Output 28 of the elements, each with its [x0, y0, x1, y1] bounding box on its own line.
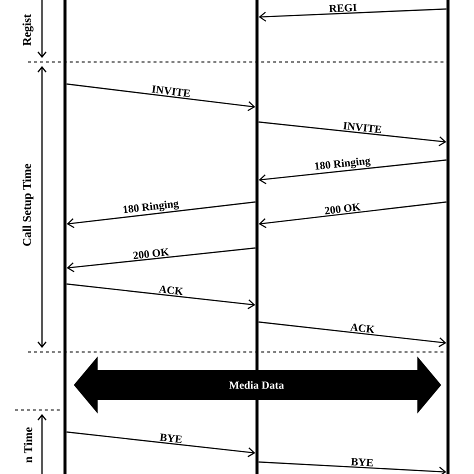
arrow: [66, 201, 256, 228]
edge-label: 180 Ringing: [123, 200, 180, 214]
edge-label: ACK: [350, 324, 374, 334]
edge-label: BYE: [350, 458, 373, 466]
lifeline: [446, 0, 450, 474]
edge-label: BYE: [160, 433, 182, 443]
edge-label: INVITE: [152, 85, 190, 98]
edge-label: ACK: [158, 286, 183, 296]
arrow: [258, 121, 446, 146]
edge-label: INVITE: [343, 122, 382, 134]
edge-label: REGI: [328, 4, 357, 12]
edge-label: 200 OK: [133, 248, 170, 260]
lifeline: [64, 0, 66, 474]
arrow: [258, 321, 446, 348]
arrow: [66, 431, 256, 458]
edge-label: Media Data: [229, 381, 284, 389]
time-label: Call Setup Time: [22, 164, 34, 246]
arrow: [258, 201, 446, 228]
edge-label: 200 OK: [324, 203, 361, 214]
edge-label: 180 Ringing: [314, 158, 371, 170]
time-label: Regist: [22, 14, 34, 46]
arrow: [258, 159, 446, 184]
arrow: [258, 8, 446, 22]
time-label: n Time: [24, 427, 32, 463]
arrow: [66, 83, 256, 112]
arrow: [66, 283, 256, 310]
arrow: [258, 461, 446, 474]
arrow: [66, 247, 256, 272]
